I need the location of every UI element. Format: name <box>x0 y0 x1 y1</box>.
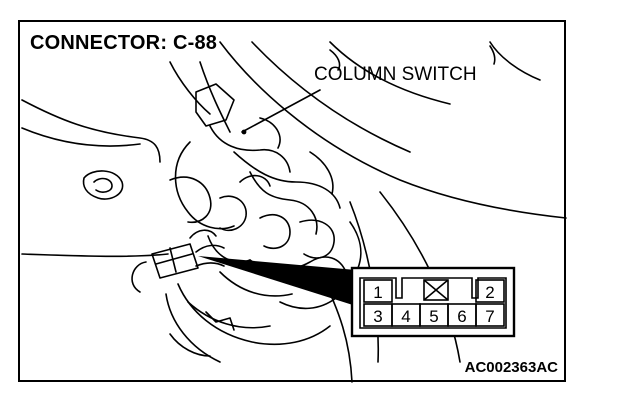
connector-title: CONNECTOR: C-88 <box>30 32 218 54</box>
column-switch-illustration: 1 2 3 4 5 6 7 <box>21 41 567 383</box>
pin-label: 7 <box>485 307 494 326</box>
pin-label: 1 <box>373 283 382 302</box>
connector-c88-body <box>151 243 199 279</box>
column-switch-label: COLUMN SWITCH <box>314 64 477 85</box>
column-housing-arc-1 <box>219 41 567 219</box>
clip-hook <box>131 261 147 293</box>
pin-label: 3 <box>373 307 382 326</box>
pin-label: 4 <box>401 307 410 326</box>
diagram-frame: 1 2 3 4 5 6 7 CONNECTOR: C-88 COLUMN SWI… <box>18 20 567 383</box>
pin-label: 6 <box>457 307 466 326</box>
enlargement-wedge <box>198 256 356 306</box>
dash-line-lower <box>21 253 169 258</box>
pin-label: 5 <box>429 307 438 326</box>
column-switch-leader <box>241 89 321 133</box>
mount-hole <box>82 170 124 200</box>
figure-code: AC002363AC <box>464 359 558 376</box>
switch-stalk-base <box>195 83 235 127</box>
blank-pin-cavity <box>423 279 449 301</box>
column-switch-leader-dot <box>241 129 247 135</box>
connector-face-enlarged: 1 2 3 4 5 6 7 <box>350 266 516 338</box>
pin-label: 2 <box>485 283 494 302</box>
dash-line-upper <box>21 99 161 163</box>
